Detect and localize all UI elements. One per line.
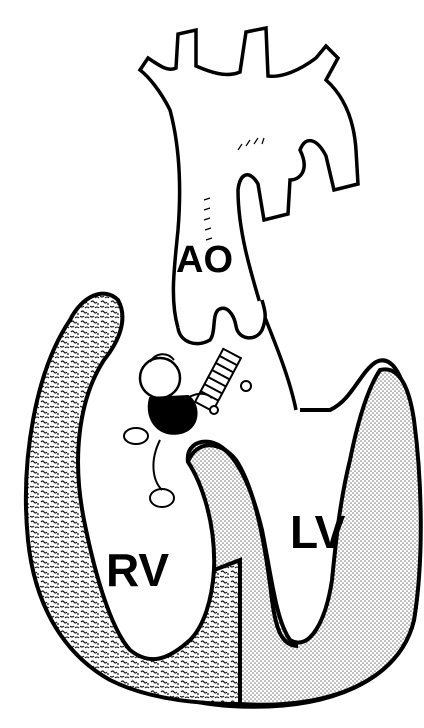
label-right-ventricle: RV [106,544,169,596]
figure-body [149,396,197,434]
ladder-icon [195,349,241,411]
figure-foot [150,489,174,507]
aorta-outline [140,28,358,410]
label-aorta: AO [176,239,233,281]
figure-head [140,358,180,398]
label-left-ventricle: LV [290,506,346,558]
figure-leg [124,428,148,444]
